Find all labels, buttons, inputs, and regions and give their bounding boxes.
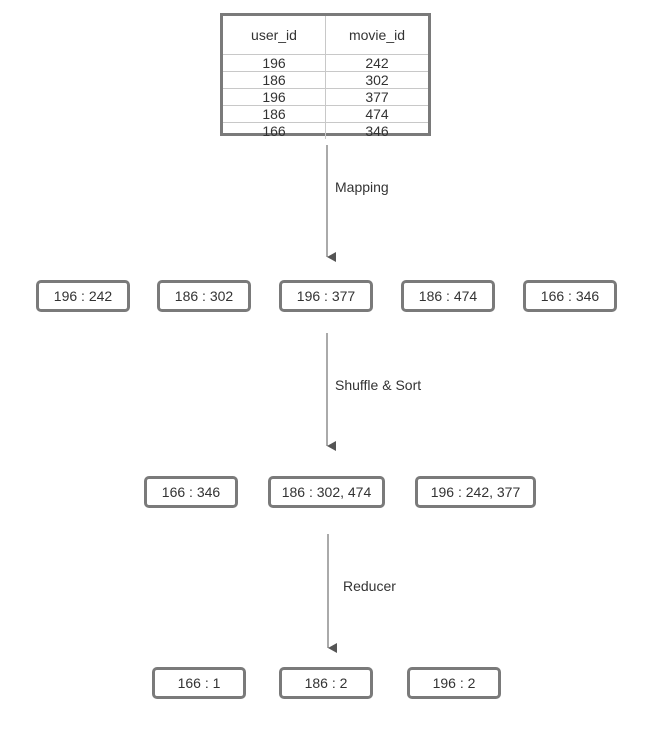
table-cell-movie-id: 346 bbox=[365, 123, 389, 139]
table-cell-user-id: 186 bbox=[223, 71, 326, 89]
mapped-node: 196 : 377 bbox=[279, 280, 373, 312]
table-cell-user-id: 196 bbox=[223, 54, 326, 72]
mapped-node: 166 : 346 bbox=[523, 280, 617, 312]
table-row: 196 242 bbox=[223, 54, 428, 72]
mapped-node: 186 : 474 bbox=[401, 280, 495, 312]
table-cell-user-id: 166 bbox=[223, 122, 326, 139]
reduced-node: 196 : 2 bbox=[407, 667, 501, 699]
column-header-user-id: user_id bbox=[223, 16, 326, 55]
column-header-movie-id: movie_id bbox=[325, 16, 428, 55]
table-row: 186 474 bbox=[223, 105, 428, 123]
table-row: 186 302 bbox=[223, 71, 428, 89]
mapped-node: 196 : 242 bbox=[36, 280, 130, 312]
mapped-node: 186 : 302 bbox=[157, 280, 251, 312]
shuffled-node: 186 : 302, 474 bbox=[268, 476, 385, 508]
table-cell-movie-id: 474 bbox=[325, 105, 428, 123]
table-cell-user-id: 196 bbox=[223, 88, 326, 106]
table-cell-movie-id: 242 bbox=[325, 54, 428, 72]
mapping-label: Mapping bbox=[335, 179, 389, 195]
reduced-node: 166 : 1 bbox=[152, 667, 246, 699]
table-cell-movie-id: 302 bbox=[325, 71, 428, 89]
table-cell-user-id: 186 bbox=[223, 105, 326, 123]
shuffled-node: 196 : 242, 377 bbox=[415, 476, 536, 508]
reduced-node: 186 : 2 bbox=[279, 667, 373, 699]
shuffled-node: 166 : 346 bbox=[144, 476, 238, 508]
reducer-label: Reducer bbox=[343, 578, 396, 594]
table-row: 196 377 bbox=[223, 88, 428, 106]
input-table: user_id movie_id 196 242 186 302 196 377… bbox=[220, 13, 431, 139]
table-row: 166 346 bbox=[223, 122, 428, 139]
table-cell-movie-id: 377 bbox=[325, 88, 428, 106]
ratings-table: user_id movie_id 196 242 186 302 196 377… bbox=[223, 16, 428, 139]
table-header-row: user_id movie_id bbox=[223, 16, 428, 55]
shuffle-sort-label: Shuffle & Sort bbox=[335, 377, 422, 393]
